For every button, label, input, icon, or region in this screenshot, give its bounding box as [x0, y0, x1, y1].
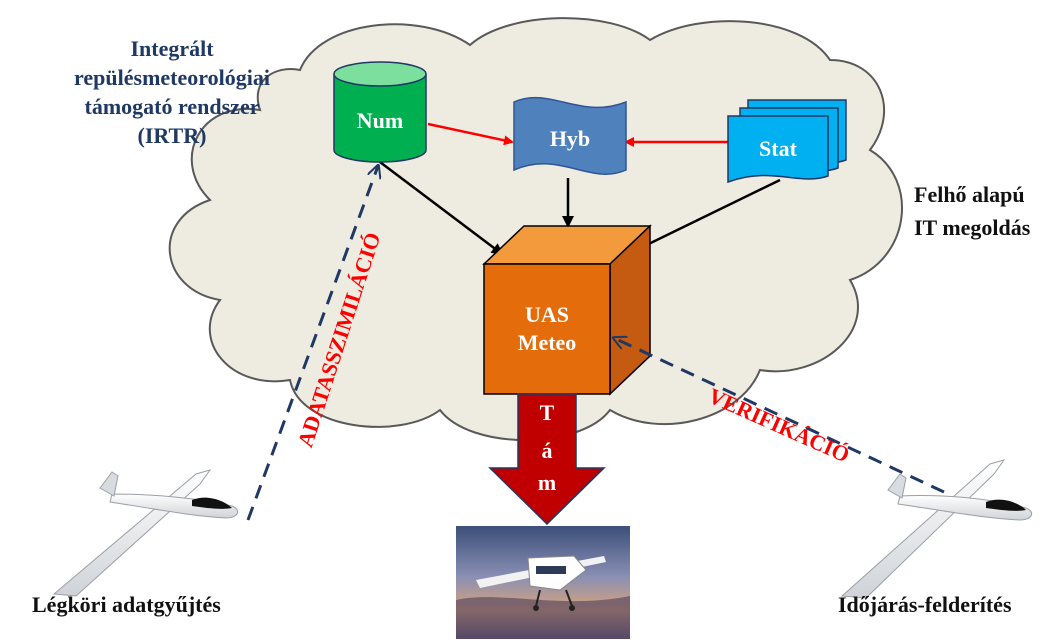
num-label: Num: [357, 108, 403, 133]
uas-meteo-cube: UAS Meteo: [482, 224, 652, 396]
left-drone-image: [52, 469, 239, 597]
stat-documents-node: Stat: [727, 99, 847, 184]
cloud-it-label-line-1: Felhő alapú: [914, 182, 1025, 207]
support-letter-1: T: [540, 400, 555, 425]
verification-dashed-line: [614, 338, 945, 494]
weather-reconnaissance-label: Időjárás-felderítés: [838, 592, 1012, 617]
hyb-label: Hyb: [550, 126, 590, 151]
arrow-num-to-hyb: [427, 122, 514, 146]
system-title-line-3: támogató rendszer: [84, 94, 260, 119]
system-title-line-1: Integrált: [130, 36, 214, 61]
uas-label-line2: Meteo: [518, 330, 577, 355]
system-title-line-2: repülésmeteorológiai: [74, 65, 270, 90]
stat-label: Stat: [759, 136, 798, 161]
arrow-num-to-uas: [379, 161, 504, 256]
system-title: Integrált repülésmeteorológiai támogató …: [22, 34, 322, 150]
verification-label: VERIFIKÁCIÓ: [705, 383, 854, 467]
cloud-it-label-line-2: IT megoldás: [914, 215, 1031, 240]
hyb-node: Hyb: [513, 96, 627, 175]
support-arrow: T á m: [488, 393, 606, 526]
num-database-node: Num: [333, 61, 427, 163]
data-collection-label: Légköri adatgyűjtés: [32, 592, 221, 617]
assimilation-dashed-line: [246, 166, 378, 521]
aircraft-photo: [456, 526, 630, 639]
support-letter-2: á: [542, 438, 553, 463]
cloud-it-label: Felhő alapú IT megoldás: [892, 178, 1064, 244]
right-drone-image: [840, 459, 1033, 599]
system-title-line-4: (IRTR): [137, 123, 207, 148]
support-letter-3: m: [538, 470, 556, 495]
uas-label-line1: UAS: [525, 302, 569, 327]
